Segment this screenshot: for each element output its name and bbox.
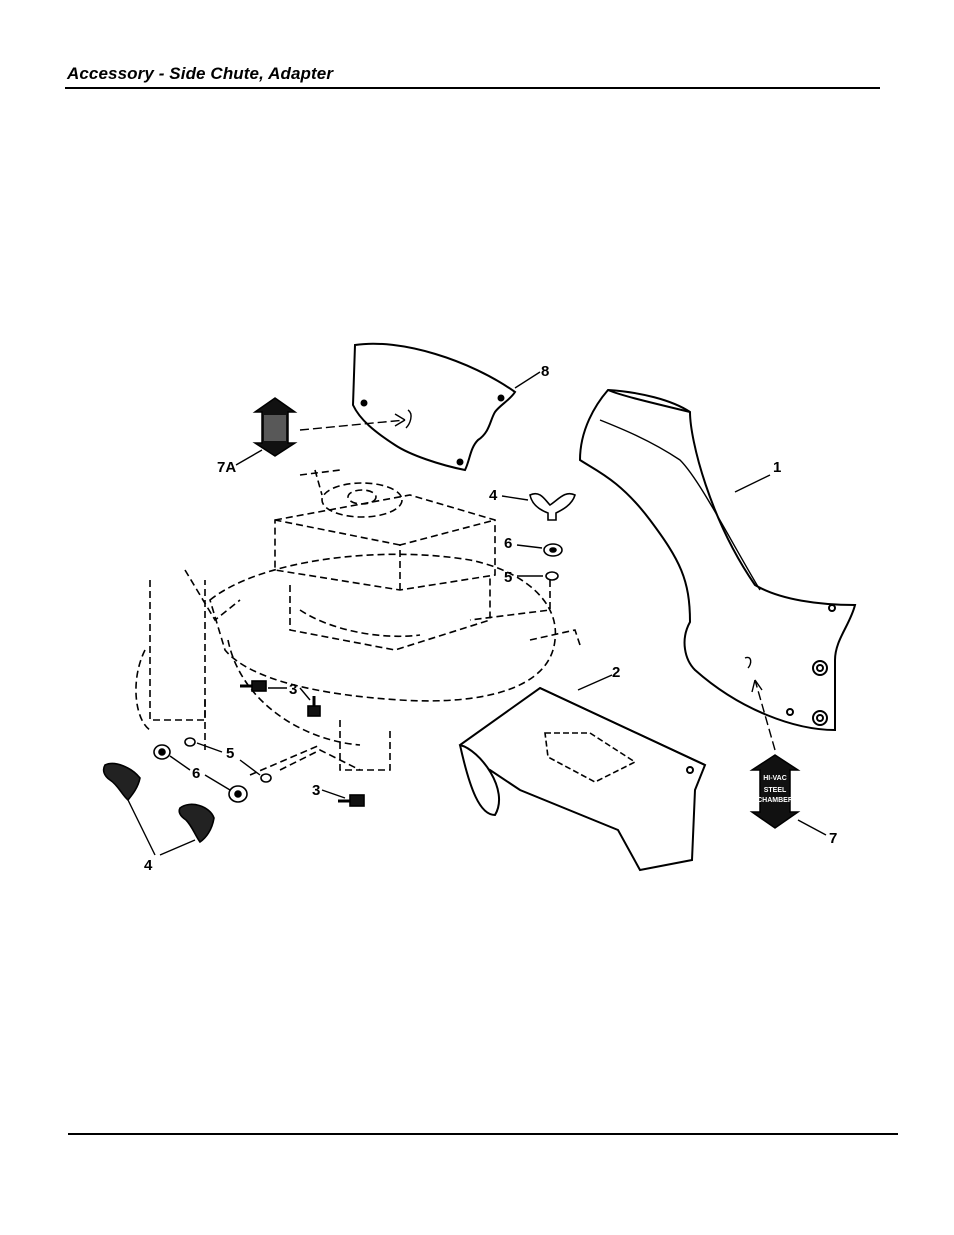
lock-washer-top-icon <box>545 571 559 581</box>
footer-rule <box>68 1133 898 1135</box>
callout-6-top: 6 <box>504 535 512 552</box>
decal-line-3: CHAMBER <box>757 797 793 804</box>
callout-2: 2 <box>612 664 620 681</box>
bolt-middle-icon <box>307 696 321 717</box>
wing-nut-left-icon <box>102 762 141 802</box>
leader-lines <box>127 371 827 856</box>
callout-labels: 1 2 3 3 4 4 5 5 6 6 7 7A 8 <box>144 363 837 874</box>
callout-3-lower: 3 <box>312 782 320 799</box>
callout-3-upper: 3 <box>289 681 297 698</box>
decal-line-2: STEEL <box>764 787 787 794</box>
callout-4-bottom: 4 <box>144 857 153 874</box>
callout-4-top: 4 <box>489 487 498 504</box>
lock-washer-right-icon <box>260 773 272 783</box>
part-8-rear-cover-plate <box>351 342 517 472</box>
wing-nut-lower-icon <box>178 803 215 844</box>
callout-7: 7 <box>829 830 837 847</box>
bolt-lower-icon <box>338 794 365 807</box>
hardware-parts <box>102 492 576 844</box>
decal-line-1: HI-VAC <box>763 775 787 782</box>
part-1-side-chute <box>578 388 857 732</box>
header-rule <box>65 87 880 89</box>
page-title: Accessory - Side Chute, Adapter <box>67 64 334 83</box>
callout-8: 8 <box>541 363 549 380</box>
bolt-upper-icon <box>240 680 267 692</box>
mower-phantom-outline <box>135 469 581 776</box>
callout-5-left: 5 <box>226 745 234 762</box>
callout-6-left: 6 <box>192 765 200 782</box>
lock-washer-left-icon <box>184 737 196 747</box>
callout-7a: 7A <box>217 459 236 476</box>
callout-5-top: 5 <box>504 569 512 586</box>
part-2-chute-adapter <box>458 686 707 872</box>
wing-nut-top-icon <box>529 492 576 521</box>
part-7a-decal <box>252 397 298 457</box>
part-7-decal: HI-VAC STEEL CHAMBER <box>749 754 801 829</box>
callout-1: 1 <box>773 459 781 476</box>
